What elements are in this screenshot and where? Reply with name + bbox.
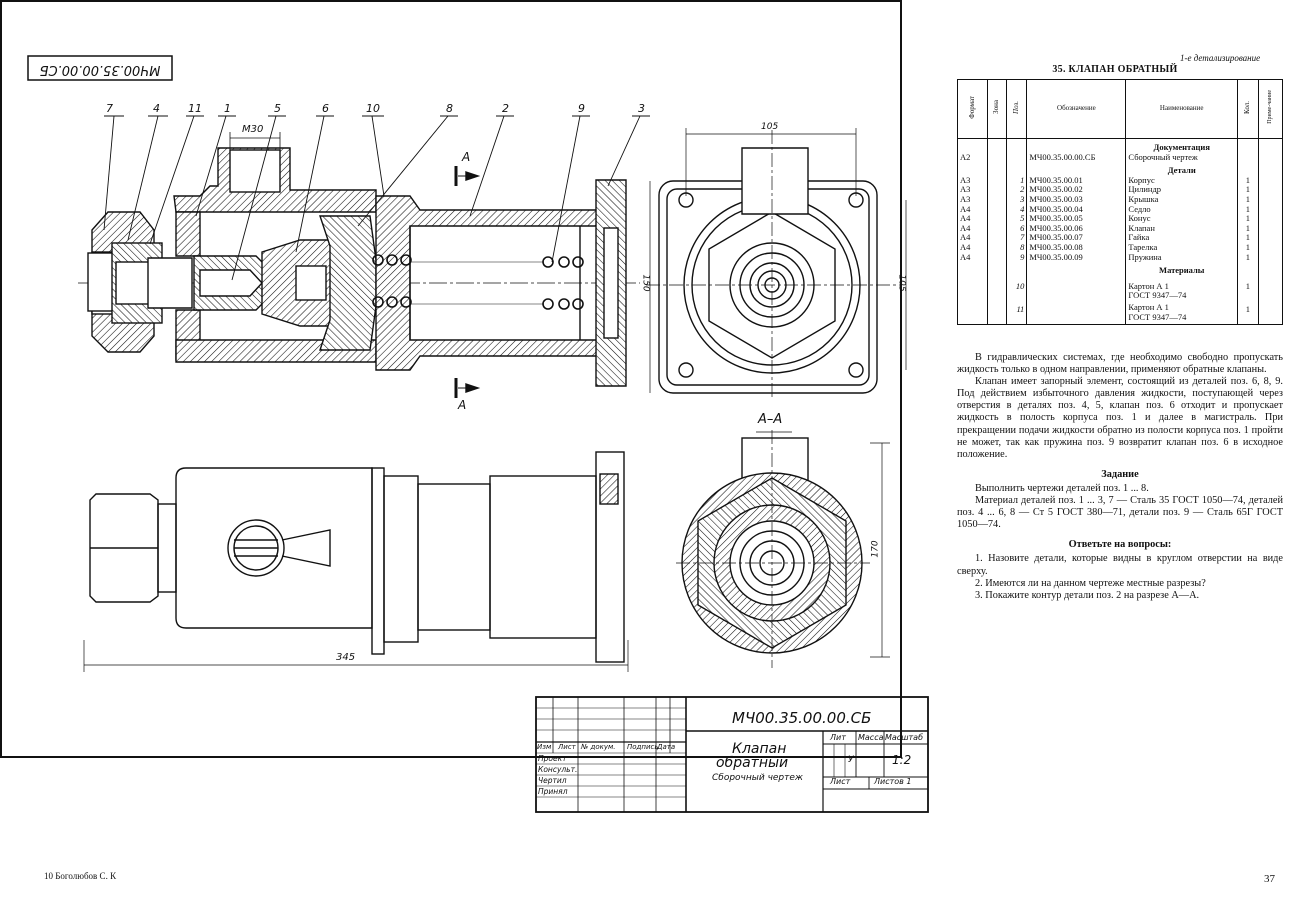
tb-role-konsult: Консульт. — [538, 765, 578, 774]
spec-header-designation: Обозначение — [1026, 79, 1127, 139]
task-title: Задание — [1101, 468, 1139, 480]
tb-role-proekt: Проект — [538, 754, 567, 763]
tb-lit-value: У — [848, 755, 854, 765]
spec-section-parts: Детали — [957, 162, 1284, 176]
dim-m30: M30 — [242, 124, 264, 135]
tb-doc-type: Сборочный чертеж — [712, 773, 804, 783]
part-label-7: 7 — [106, 102, 113, 115]
tb-name-line1: Клапан — [732, 741, 787, 757]
tb-designation: МЧ00.35.00.00.СБ — [732, 709, 872, 727]
specification-table: Формат Зона Поз. Обозначение Наименовани… — [957, 79, 1284, 326]
tb-hdr-doc: № докум. — [581, 743, 616, 751]
tb-col-massa: Масса — [858, 733, 884, 742]
part-label-11: 11 — [188, 102, 202, 115]
book-section-header: 1-е детализирование — [1180, 53, 1261, 63]
tb-hdr-izm: Изм — [537, 743, 552, 751]
spec-header-note: Приме-чание — [1257, 79, 1284, 139]
page-number: 37 — [1264, 873, 1275, 885]
question-3: 3. Покажите контур детали поз. 2 на разр… — [975, 589, 1200, 601]
rotated-designation: МЧ00.35.00.00.СБ — [39, 62, 161, 77]
exterior-view — [83, 451, 629, 672]
part-label-10: 10 — [366, 102, 380, 115]
part-label-1: 1 — [224, 102, 231, 115]
questions-title: Ответьте на вопросы: — [1068, 539, 1172, 551]
spec-header-pos: Поз. — [1005, 79, 1028, 139]
dim-345: 345 — [336, 652, 356, 663]
part-label-6: 6 — [322, 102, 329, 115]
part-label-2: 2 — [502, 102, 509, 115]
tb-scale-value: 1:2 — [892, 753, 912, 767]
end-view — [646, 128, 907, 400]
dim-170: 170 — [870, 540, 881, 558]
question-1: 1. Назовите детали, которые видны в круг… — [957, 553, 1283, 577]
section-mark-top: А — [462, 150, 471, 164]
question-2: 2. Имеются ли на данном чертеже местные … — [975, 577, 1206, 589]
title-block: МЧ00.35.00.00.СБ Клапан обратный Сборочн… — [536, 697, 928, 812]
tb-role-chertil: Чертил — [538, 776, 567, 785]
front-section-view — [78, 115, 650, 398]
assembly-drawing — [27, 55, 929, 813]
task-line-2: Материал деталей поз. 1 ... 3, 7 — Сталь… — [957, 495, 1283, 531]
paragraph-2: Клапан имеет запорный элемент, состоящий… — [957, 376, 1283, 460]
title-block-lines — [535, 696, 929, 813]
task-line-1: Выполнить чертежи деталей поз. 1 ... 8. — [975, 482, 1149, 494]
spec-section-docs: Документация — [957, 138, 1284, 153]
dim-105-right: 105 — [896, 274, 907, 292]
section-mark-bottom: А — [458, 398, 467, 412]
spec-header-name: Наименование — [1125, 79, 1239, 139]
tb-hdr-sign: Подпись — [627, 743, 659, 751]
footer-author: 10 Боголюбов С. К — [44, 871, 117, 881]
spec-header-qty: Кол. — [1237, 79, 1259, 139]
section-aa-view — [676, 430, 890, 668]
tb-sheets-label: Листов 1 — [874, 777, 912, 786]
tb-hdr-date: Дата — [657, 743, 676, 751]
spec-header-row: Формат Зона Поз. Обозначение Наименовани… — [957, 79, 1284, 139]
paragraph-1: В гидравлических системах, где необходим… — [957, 352, 1283, 376]
part-label-3: 3 — [638, 102, 645, 115]
spec-header-zone: Зона — [987, 79, 1007, 139]
part-label-5: 5 — [274, 102, 281, 115]
spec-title: 35. КЛАПАН ОБРАТНЫЙ — [1052, 64, 1178, 75]
dim-150: 150 — [640, 274, 651, 292]
tb-col-masshtab: Масштаб — [885, 733, 924, 742]
part-label-8: 8 — [446, 102, 453, 115]
rotated-designation-box — [27, 55, 173, 81]
spec-header-format: Формат — [957, 79, 988, 139]
section-aa-title: А–А — [758, 412, 783, 427]
tb-col-lit: Лит — [830, 733, 846, 742]
part-label-4: 4 — [153, 102, 160, 115]
tb-hdr-list: Лист — [558, 743, 576, 751]
tb-name-line2: обратный — [716, 755, 789, 771]
tb-sheet-label: Лист — [830, 777, 851, 786]
description-text: В гидравлических системах, где необходим… — [957, 352, 1283, 602]
drawing-sheet — [0, 0, 902, 758]
part-label-9: 9 — [578, 102, 585, 115]
dim-105-top: 105 — [761, 122, 779, 132]
tb-role-prinyal: Принял — [538, 787, 568, 796]
spec-section-materials: Материалы — [957, 262, 1284, 276]
